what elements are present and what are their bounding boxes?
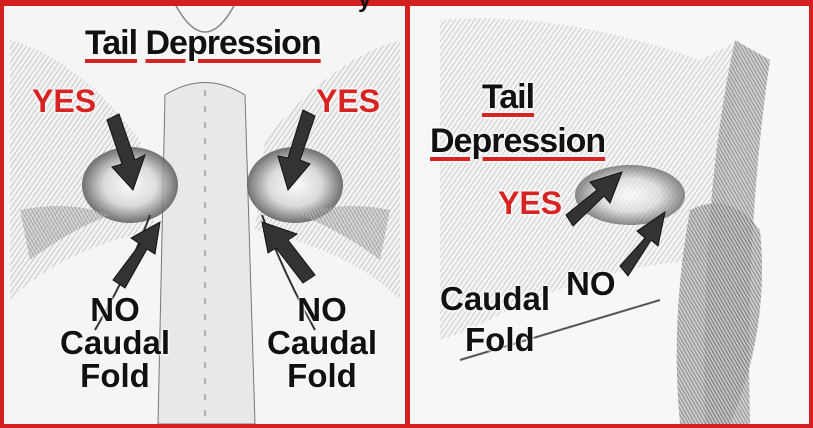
- yes-label-left: YES: [32, 85, 96, 117]
- no-label-rightpanel: NO: [566, 267, 616, 300]
- no-right-line2: Caudal: [262, 326, 382, 359]
- right-title-word1: Tail: [482, 78, 534, 116]
- yes-label-rightpanel: YES: [498, 187, 562, 219]
- panel-divider: [405, 0, 410, 428]
- no-right-line3: Fold: [262, 359, 382, 392]
- right-title-word2: Depression: [430, 122, 605, 160]
- top-cut-off-glyph: y: [358, 0, 371, 14]
- fold-label-rightpanel: Fold: [465, 323, 535, 356]
- left-title-word2: Depression: [146, 24, 321, 62]
- no-left-line2: Caudal: [55, 326, 175, 359]
- yes-label-right: YES: [316, 85, 380, 117]
- no-right-line1: NO: [262, 293, 382, 326]
- left-title-word1: Tail: [85, 24, 137, 62]
- left-title: Tail Depression: [85, 26, 321, 60]
- no-caudal-fold-right: NO Caudal Fold: [262, 293, 382, 392]
- caudal-label-rightpanel: Caudal: [440, 282, 550, 315]
- right-title-line2: Depression: [430, 124, 605, 158]
- right-title-line1: Tail: [482, 80, 534, 114]
- no-caudal-fold-left: NO Caudal Fold: [55, 293, 175, 392]
- no-left-line3: Fold: [55, 359, 175, 392]
- no-left-line1: NO: [55, 293, 175, 326]
